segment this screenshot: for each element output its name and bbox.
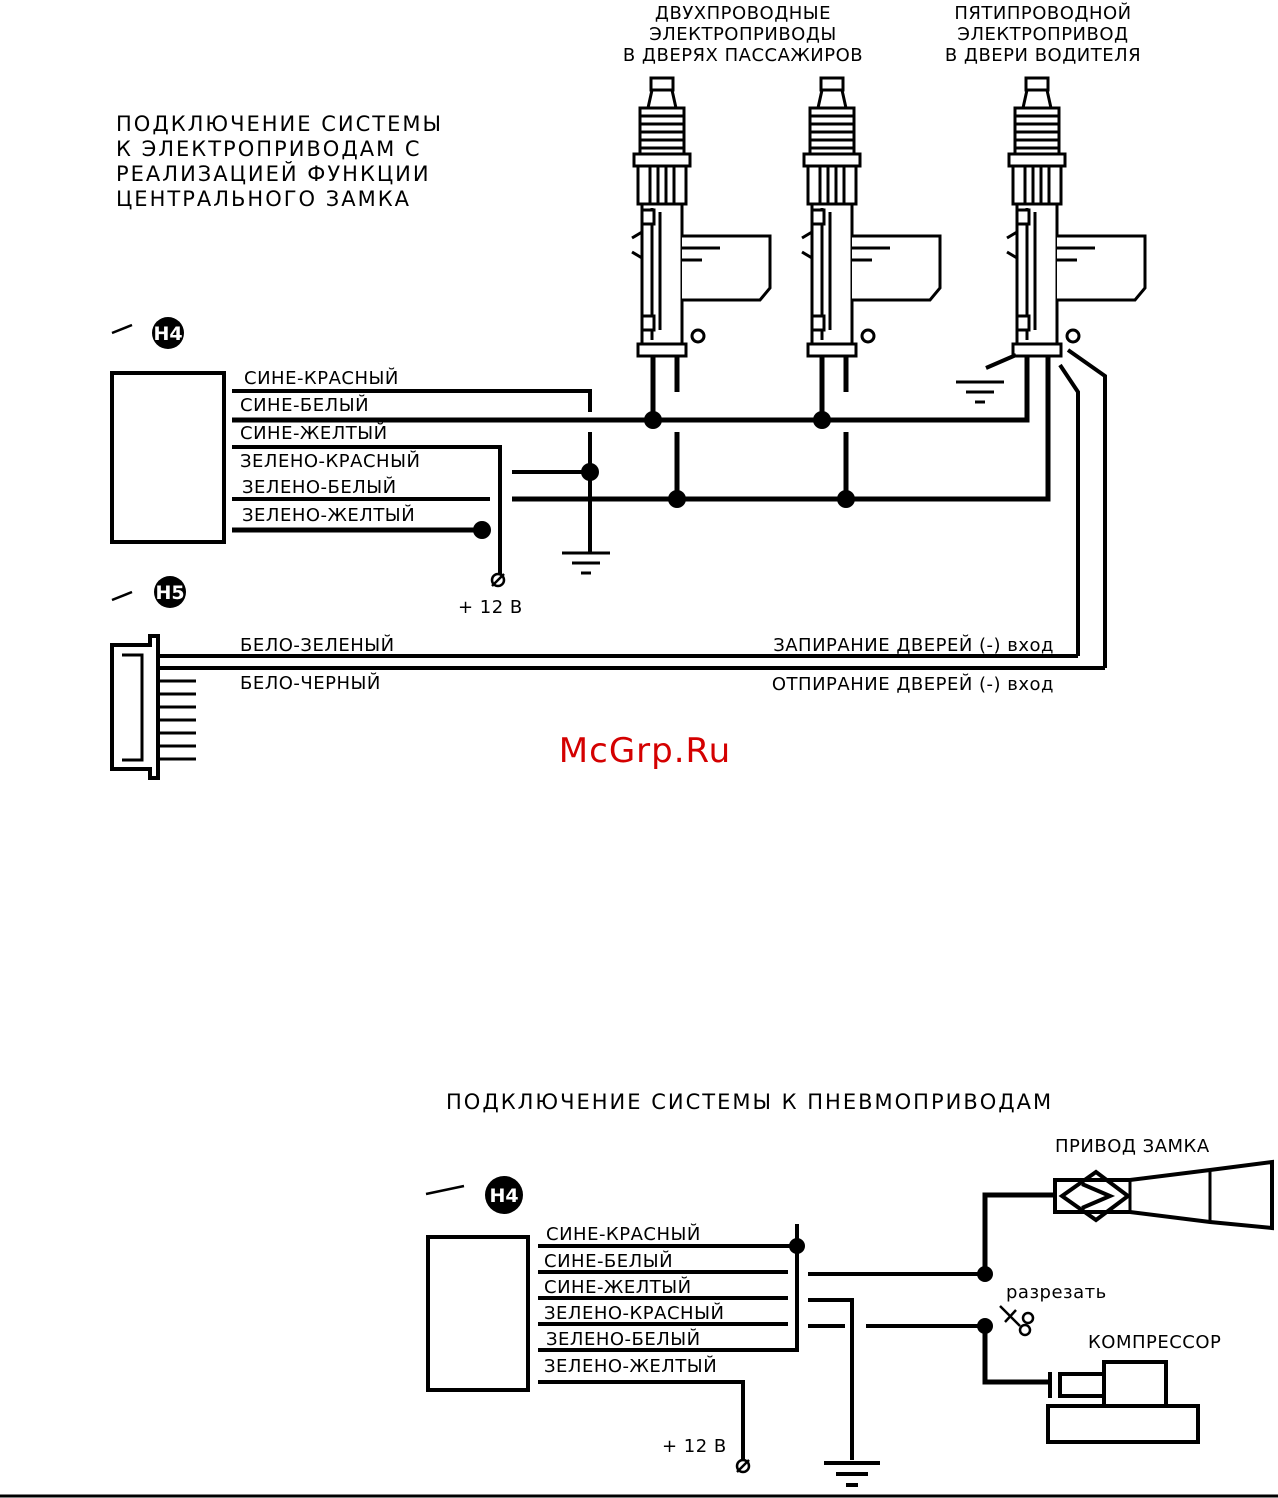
d2-wire-label-blue-yellow: СИНЕ-ЖЕЛТЫЙ: [544, 1276, 692, 1298]
compressor-label: КОМПРЕССОР: [1088, 1332, 1221, 1353]
d2-h4-arrow-icon: [425, 1184, 465, 1196]
wire-label-blue-red: СИНЕ-КРАСНЫЙ: [244, 367, 399, 389]
h4-badge: [152, 317, 184, 349]
five-wire-caption-2: ЭЛЕКТРОПРИВОД: [957, 24, 1128, 45]
d1-title-line-4: ЦЕНТРАЛЬНОГО ЗАМКА: [116, 187, 411, 211]
d2-plus12-label: + 12 В: [662, 1436, 727, 1457]
wire-label-blue-yellow: СИНЕ-ЖЕЛТЫЙ: [240, 422, 388, 444]
d2-junctions: [789, 1238, 993, 1334]
d2-wire-label-blue-white: СИНЕ-БЕЛЫЙ: [544, 1250, 673, 1272]
lock-input-label: ЗАПИРАНИЕ ДВЕРЕЙ (-) вход: [773, 634, 1054, 656]
wire-label-green-white: ЗЕЛЕНО-БЕЛЫЙ: [242, 476, 397, 498]
h5-connector: [110, 634, 196, 780]
h5-arrow-icon: [111, 590, 133, 602]
d2-wire-label-green-white: ЗЕЛЕНО-БЕЛЫЙ: [546, 1328, 701, 1350]
ground-icon-2: [954, 380, 1006, 404]
d1-title-line-3: РЕАЛИЗАЦИЕЙ ФУНКЦИИ: [116, 161, 431, 186]
h4-arrow-icon: [111, 323, 133, 335]
ground-icon-1: [560, 551, 612, 575]
two-wire-caption-1: ДВУХПРОВОДНЫЕ: [655, 3, 831, 24]
d2-h4-connector: [426, 1235, 530, 1392]
h4-connector: [110, 371, 226, 544]
plus12-label: + 12 В: [458, 597, 523, 618]
wire-label-green-red: ЗЕЛЕНО-КРАСНЫЙ: [240, 450, 420, 472]
scissors-icon: [999, 1305, 1035, 1337]
unlock-input-label: ОТПИРАНИЕ ДВЕРЕЙ (-) вход: [772, 673, 1054, 695]
pneumatic-lock-actuator: [1053, 1159, 1274, 1231]
d2-h4-badge: [485, 1176, 523, 1214]
driver-actuator: [1005, 76, 1147, 358]
watermark: McGrp.Ru: [559, 731, 731, 771]
compressor: [1046, 1360, 1200, 1444]
cut-label: разрезать: [1006, 1282, 1107, 1303]
d2-wire-label-blue-red: СИНЕ-КРАСНЫЙ: [546, 1223, 701, 1245]
passenger-actuator-1: [630, 76, 772, 358]
two-wire-caption-3: В ДВЕРЯХ ПАССАЖИРОВ: [623, 45, 863, 66]
d1-junctions: [473, 411, 855, 539]
d2-ground-icon: [822, 1461, 882, 1487]
lock-actuator-label: ПРИВОД ЗАМКА: [1055, 1136, 1210, 1157]
d1-title-line-2: К ЭЛЕКТРОПРИВОДАМ С: [116, 137, 422, 161]
five-wire-caption-1: ПЯТИПРОВОДНОЙ: [954, 2, 1131, 24]
d2-wire-label-green-red: ЗЕЛЕНО-КРАСНЫЙ: [544, 1302, 724, 1324]
d2-wires: [538, 1192, 1055, 1460]
wire-label-white-black: БЕЛО-ЧЕРНЫЙ: [240, 672, 381, 694]
h5-badge: [154, 576, 186, 608]
d1-wires: [160, 348, 1107, 670]
two-wire-caption-2: ЭЛЕКТРОПРИВОДЫ: [649, 24, 837, 45]
wire-label-green-yellow: ЗЕЛЕНО-ЖЕЛТЫЙ: [242, 504, 415, 526]
h5-badge-label: H5: [155, 582, 184, 604]
wire-label-blue-white: СИНЕ-БЕЛЫЙ: [240, 394, 369, 416]
wire-label-white-green: БЕЛО-ЗЕЛЕНЫЙ: [240, 634, 395, 656]
d2-wire-label-green-yellow: ЗЕЛЕНО-ЖЕЛТЫЙ: [544, 1355, 717, 1377]
d1-title-line-1: ПОДКЛЮЧЕНИЕ СИСТЕМЫ: [116, 112, 443, 136]
d2-h4-badge-label: H4: [489, 1185, 518, 1207]
h4-badge-label: H4: [153, 323, 182, 345]
five-wire-caption-3: В ДВЕРИ ВОДИТЕЛЯ: [945, 45, 1141, 66]
passenger-actuator-2: [800, 76, 942, 358]
d2-title: ПОДКЛЮЧЕНИЕ СИСТЕМЫ К ПНЕВМОПРИВОДАМ: [446, 1090, 1053, 1114]
